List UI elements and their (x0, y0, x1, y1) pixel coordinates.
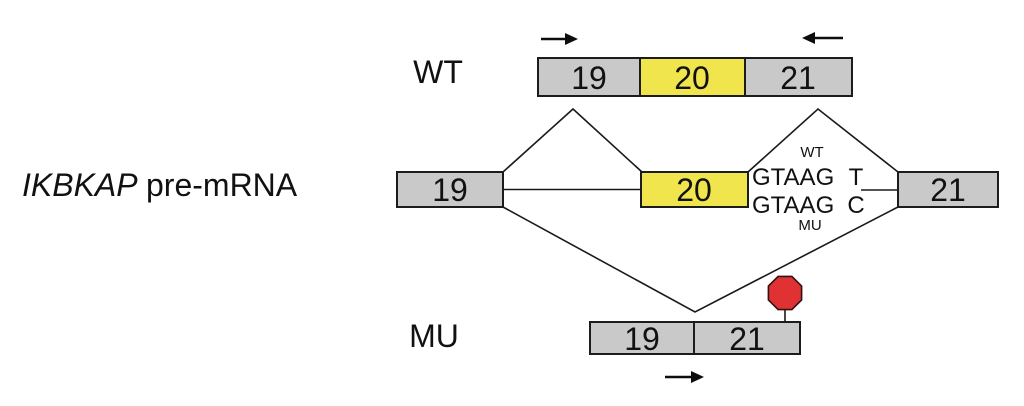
mu-mrna-exon21-label: 21 (729, 321, 765, 357)
sequence-wt-donor: GTAAG (752, 164, 834, 191)
gene-name-label: IKBKAP (22, 167, 138, 203)
wt-mrna-exon20-label: 20 (674, 60, 710, 96)
pre-mrna-exon19-label: 19 (432, 172, 468, 208)
pre-mrna-exon19-box (396, 171, 504, 208)
mu-forward-primer-arrow-icon (665, 371, 704, 383)
wt-splice-intron20-caret (747, 107, 899, 173)
forward-primer-arrow-icon (541, 33, 578, 45)
sequence-mu-tag: MU (798, 217, 821, 234)
sequence-wt-base: T (849, 164, 864, 191)
reverse-primer-arrow-icon (802, 32, 843, 44)
sequence-mutant-base: C (847, 192, 864, 219)
stop-sign-icon (767, 275, 803, 323)
pre-mrna-suffix-label: pre-mRNA (146, 167, 298, 203)
wt-row-label: WT (413, 54, 463, 90)
mu-row-label: MU (409, 318, 459, 354)
wt-mrna-exon21-label: 21 (780, 60, 816, 96)
mu-mrna-exon19-box (589, 321, 695, 355)
pre-mrna-exon20-label: 20 (676, 172, 712, 208)
pre-mrna-row-label: IKBKAP pre-mRNA (22, 167, 298, 203)
pre-mrna-exon20-box (640, 171, 749, 208)
mu-mrna-exon21-box (693, 321, 801, 355)
wt-mrna-exon21-box (744, 57, 853, 97)
wt-mrna-exon19-label: 19 (571, 60, 607, 96)
pre-mrna-exon21-box (897, 171, 999, 208)
sequence-mu-donor: GTAAG (752, 192, 834, 219)
mu-exon-skipping-line (502, 206, 899, 313)
wt-splice-intron19-caret (502, 107, 643, 173)
sequence-wt-tag: WT (800, 144, 823, 161)
mu-mrna-exon19-label: 19 (624, 321, 660, 357)
pre-mrna-exon21-label: 21 (930, 172, 966, 208)
